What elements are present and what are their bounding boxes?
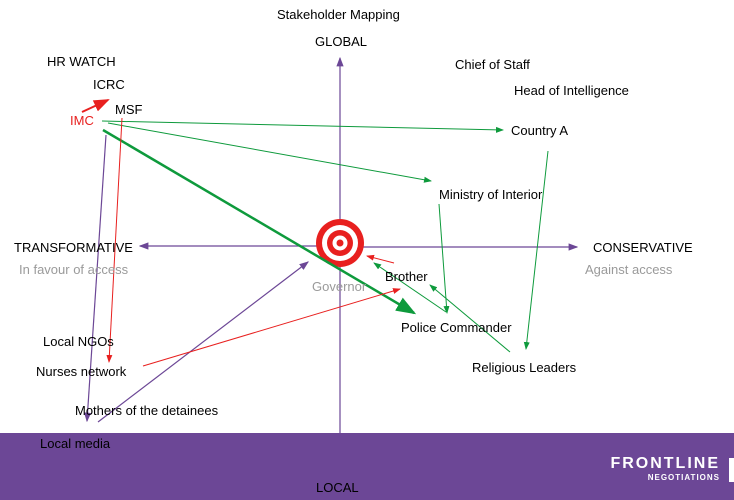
stakeholder: HR WATCH	[47, 54, 116, 69]
logo-bar	[729, 458, 734, 482]
axis-sublabel-right: Against access	[585, 262, 673, 277]
stakeholder: Country A	[511, 123, 569, 138]
stakeholder: Police Commander	[401, 320, 512, 335]
red-arrows	[81, 99, 401, 367]
axis-label-right: CONSERVATIVE	[593, 240, 693, 255]
arrow-mothers-governor	[97, 261, 309, 423]
center-label: Governor	[312, 279, 367, 294]
stakeholder: Local NGOs	[43, 334, 114, 349]
stakeholder: Brother	[385, 269, 428, 284]
axis-sublabel-left: In favour of access	[19, 262, 129, 277]
green-arrows	[101, 120, 549, 353]
stakeholder: Nurses network	[36, 364, 127, 379]
arrow-imc-media	[83, 134, 107, 423]
axis-label-bottom: LOCAL	[316, 480, 359, 495]
target-icon	[316, 219, 364, 267]
stakeholder: Mothers of the detainees	[75, 403, 219, 418]
stakeholder: Head of Intelligence	[514, 83, 629, 98]
stakeholder: MSF	[115, 102, 143, 117]
logo-subtitle: NEGOTIATIONS	[647, 473, 720, 482]
axis-label-left: TRANSFORMATIVE	[14, 240, 133, 255]
page-title: Stakeholder Mapping	[277, 7, 400, 22]
stakeholder: ICRC	[93, 77, 125, 92]
stakeholder: Religious Leaders	[472, 360, 577, 375]
stakeholder: Chief of Staff	[455, 57, 530, 72]
axis-label-top: GLOBAL	[315, 34, 368, 49]
stakeholder: Local media	[40, 436, 111, 451]
logo: FRONTLINE	[610, 455, 720, 472]
stakeholder: IMC	[70, 113, 94, 128]
stakeholder: Ministry of Interior	[439, 187, 543, 202]
footer-banner	[0, 433, 734, 500]
